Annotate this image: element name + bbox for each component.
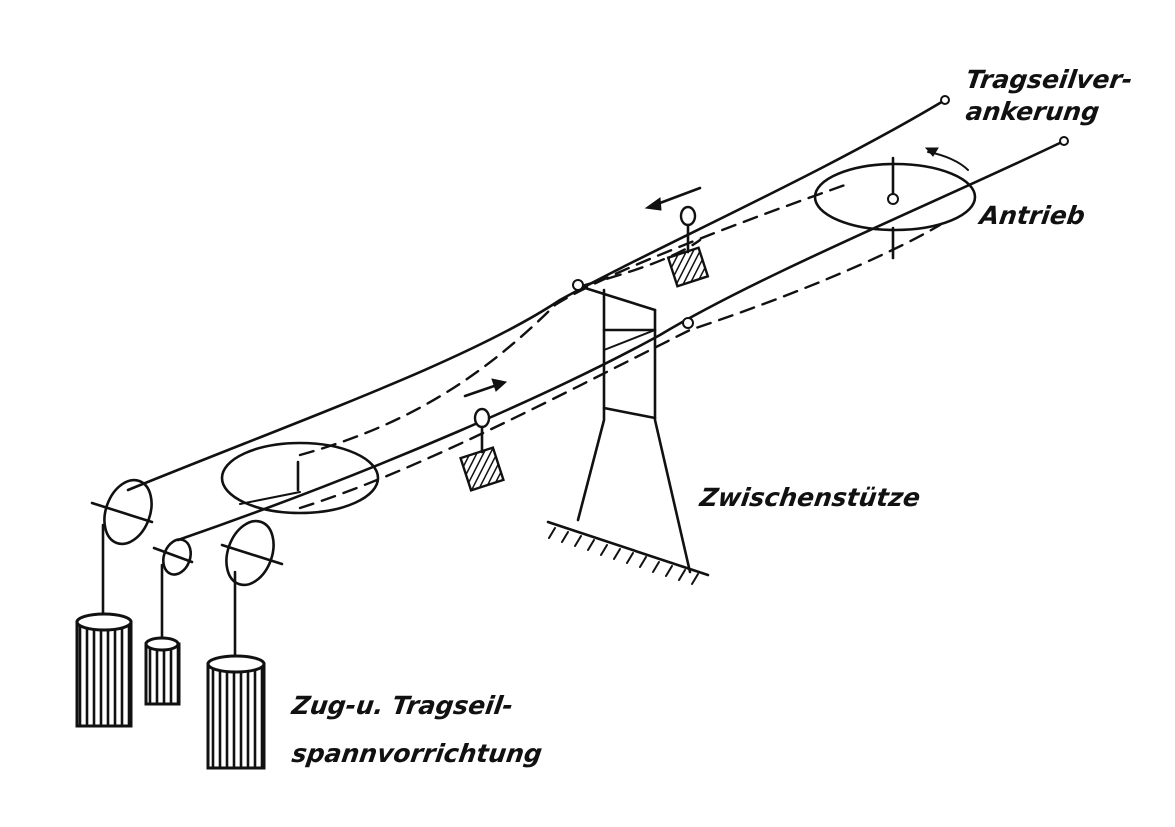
tension-weight-large-right	[206, 654, 266, 770]
intermediate-support	[546, 279, 710, 585]
label-drive: Antrieb	[977, 201, 1087, 230]
drive-hub	[887, 193, 899, 205]
drive-wheel	[813, 162, 977, 232]
tension-weight-small	[144, 636, 181, 706]
label-anchor-line1: Tragseilver-	[963, 65, 1135, 94]
return-wheel	[220, 441, 380, 515]
direction-arrow-right-icon	[463, 378, 508, 398]
label-intermediate-support: Zwischenstütze	[697, 483, 923, 512]
sheave-middle-axle	[152, 546, 194, 564]
cabin-lower	[459, 407, 505, 492]
tension-weight-large-left	[75, 612, 133, 728]
return-link	[239, 491, 301, 505]
carrying-rope-lower	[176, 140, 1064, 542]
anchor-point-lower	[1059, 136, 1069, 146]
haul-rope	[298, 183, 847, 457]
label-tension-line1: Zug-u. Tragseil-	[289, 691, 516, 720]
label-anchor-line2: ankerung	[963, 97, 1102, 126]
cabin-upper	[666, 205, 710, 288]
anchor-point-upper	[940, 95, 950, 105]
sheave-upper-axle	[90, 501, 154, 524]
haul-rope-return	[298, 223, 942, 510]
haul-rope-segment	[583, 238, 702, 287]
carrying-rope-upper	[126, 98, 947, 492]
label-tension-line2: spannvorrichtung	[289, 739, 545, 768]
rotation-arrowhead	[924, 147, 939, 157]
direction-arrow-left-icon	[644, 186, 702, 211]
sheave-upper	[103, 478, 153, 546]
sheave-lower-axle	[220, 543, 284, 566]
